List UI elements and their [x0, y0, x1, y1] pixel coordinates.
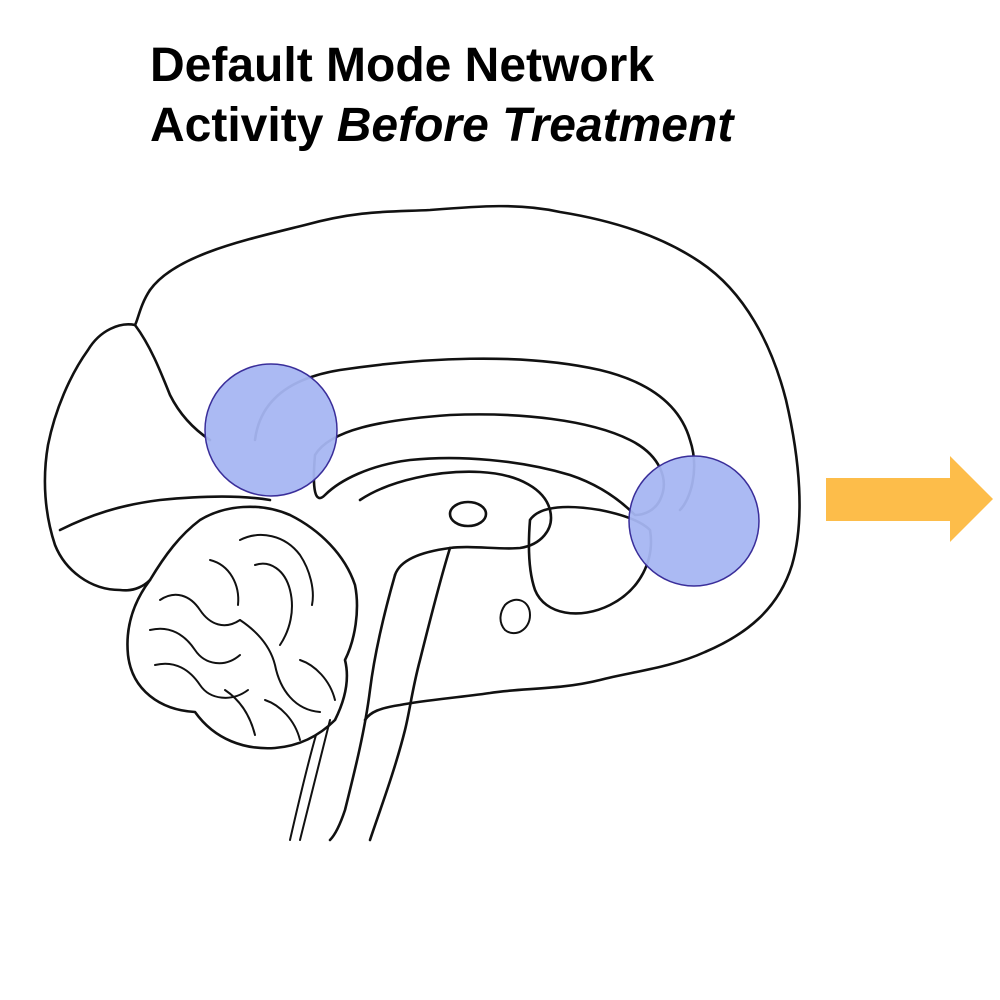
title-line-1: Default Mode Network — [150, 39, 655, 92]
lower-lobe-line — [58, 495, 272, 532]
brain-sagittal-illustration — [43, 204, 801, 842]
brainstem — [328, 573, 397, 842]
cerebellum — [126, 505, 359, 750]
title-line-2-emphasis: Before Treatment — [336, 99, 734, 152]
title-line-2-plain: Activity — [150, 99, 337, 152]
interthalamic-adhesion — [448, 500, 488, 528]
corpus-callosum — [312, 413, 665, 517]
thalamus — [358, 470, 553, 577]
posterior-activity-region — [204, 363, 338, 497]
brainstem-front — [368, 546, 452, 842]
occipital-outline — [43, 288, 152, 592]
pituitary — [499, 598, 531, 635]
temporal-lobe-edge — [527, 505, 653, 615]
spinal-lines — [289, 719, 331, 841]
lobe-divider — [133, 323, 212, 442]
arrow-right-icon — [826, 456, 993, 542]
anterior-activity-region — [628, 455, 760, 587]
cortex-outline — [148, 204, 801, 722]
figure-title: Default Mode Network Activity Before Tre… — [150, 36, 733, 156]
